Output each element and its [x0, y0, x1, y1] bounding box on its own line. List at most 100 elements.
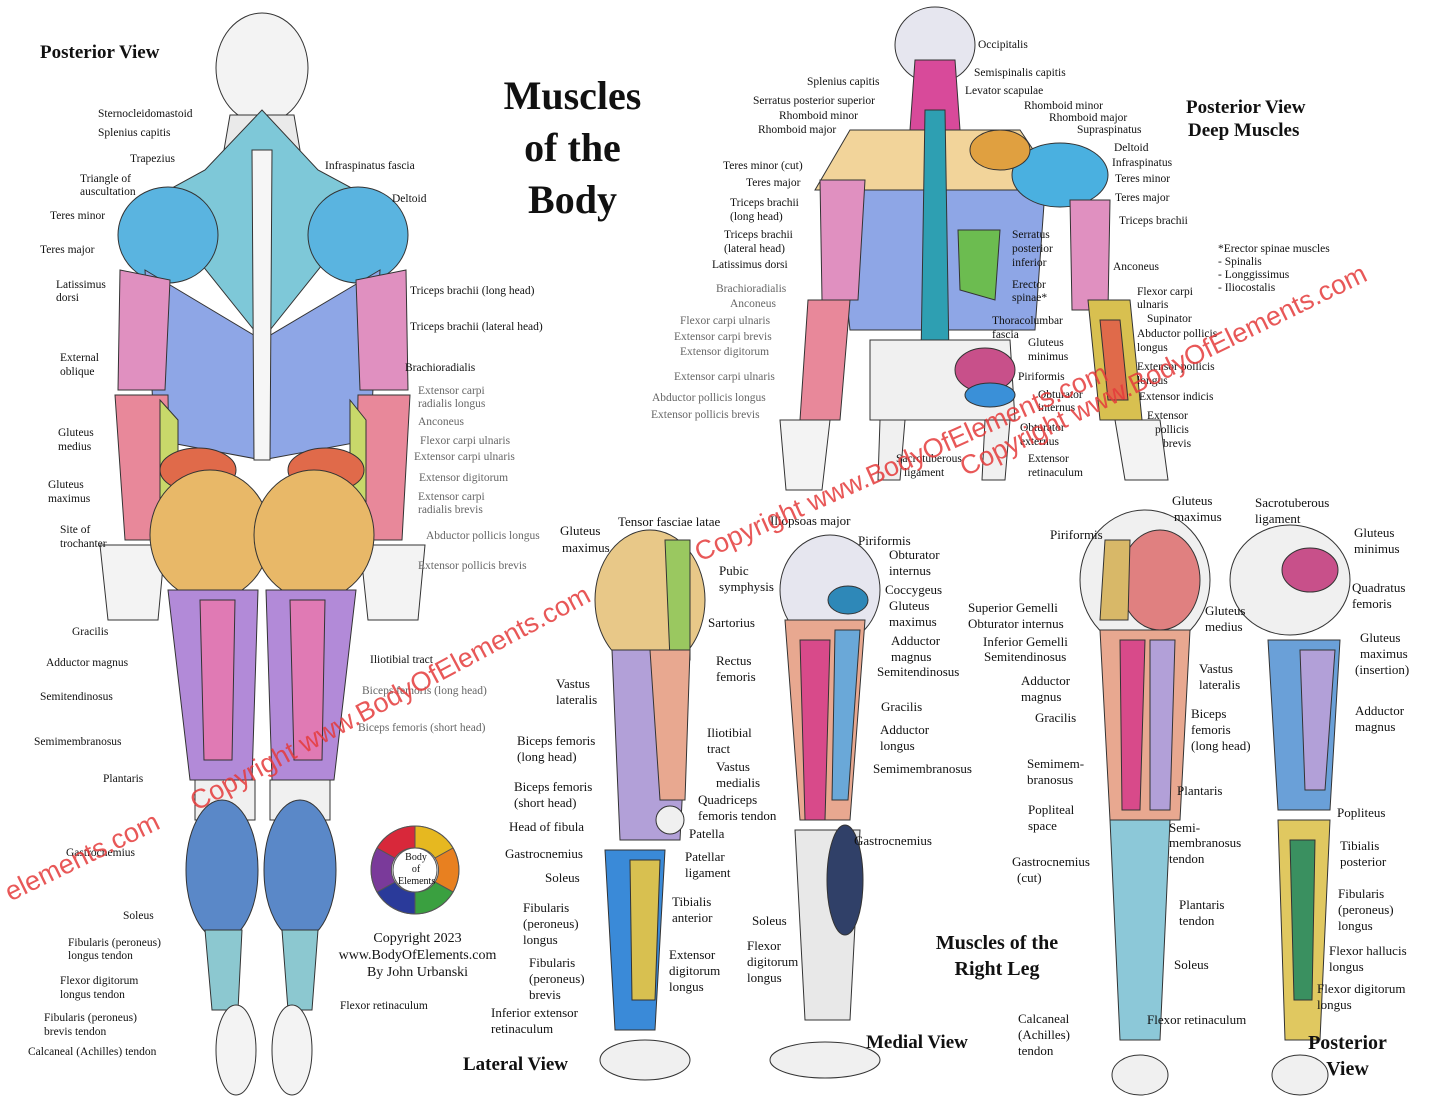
- label-rightleg: Semi-: [1169, 820, 1201, 835]
- label-left: dorsi: [56, 292, 79, 304]
- label-rightleg: Flexor hallucis: [1329, 943, 1407, 958]
- label-left: Flexor digitorum: [60, 975, 139, 987]
- erector-note-2: - Spinalis: [1218, 256, 1262, 268]
- right-leg-superficial-figure: [1079, 509, 1211, 1096]
- label-lateral: Extensor: [669, 947, 716, 962]
- label-deep-right: Obturator: [1020, 422, 1065, 434]
- label-deep-right: Sacrotuberous: [896, 453, 962, 465]
- heading-posterior-deep-1: Posterior View: [1186, 97, 1306, 118]
- label-rightleg: Gracilis: [1035, 710, 1077, 725]
- heading-posterior-deep-2: Deep Muscles: [1188, 120, 1300, 141]
- label-medial: Semitendinosus: [877, 664, 960, 679]
- label-deep-right: Rhomboid major: [1049, 112, 1128, 124]
- label-rightleg: ligament: [1255, 511, 1301, 526]
- label-deep-left: Flexor carpi ulnaris: [680, 315, 771, 327]
- label-lateral: Vastus: [716, 759, 750, 774]
- label-rightleg: Quadratus: [1352, 580, 1406, 595]
- label-deep-right: Semispinalis capitis: [974, 67, 1066, 79]
- label-lateral: ligament: [685, 865, 731, 880]
- label-arm: Extensor pollicis brevis: [418, 560, 527, 572]
- credit-url[interactable]: www.BodyOfElements.com: [338, 948, 497, 963]
- label-deep-right: Extensor: [1028, 453, 1069, 465]
- label-arm: Deltoid: [392, 193, 427, 205]
- medial-leg-figure: [769, 534, 881, 1079]
- label-deep-left: Triceps brachii: [724, 229, 793, 241]
- label-left: Calcaneal (Achilles) tendon: [28, 1046, 157, 1058]
- label-deep-right: Triceps brachii: [1119, 215, 1188, 227]
- label-left: Site of: [60, 524, 91, 536]
- label-lateral: Fibularis: [523, 900, 570, 915]
- label-rightleg: Sacrotuberous: [1255, 495, 1330, 510]
- label-medial: Adductor: [891, 633, 941, 648]
- label-arm: radialis brevis: [418, 504, 483, 516]
- label-deep-left: Latissimus dorsi: [712, 259, 788, 271]
- label-arm: Extensor digitorum: [419, 472, 509, 484]
- label-deep-right: Thoracolumbar: [992, 315, 1063, 327]
- label-lateral: (long head): [517, 749, 577, 764]
- label-lateral: longus: [523, 932, 558, 947]
- label-lateral: Head of fibula: [509, 819, 585, 834]
- label-deep-left: Rhomboid minor: [779, 110, 858, 122]
- label-deep-right: Levator scapulae: [965, 85, 1044, 97]
- label-lateral: Inferior extensor: [491, 1005, 578, 1020]
- label-deep-right: fascia: [992, 329, 1019, 341]
- label-deep-right: Obturator: [1038, 389, 1083, 401]
- label-medial: Gastrocnemius: [854, 833, 932, 848]
- label-medial: internus: [889, 563, 931, 578]
- label-deep-right: Gluteus: [1028, 337, 1064, 349]
- label-medial: maximus: [889, 614, 937, 629]
- label-rightleg: Semitendinosus: [984, 649, 1067, 664]
- label-deep-right: Erector: [1012, 279, 1046, 291]
- heading-posterior-leg-1: Posterior: [1308, 1032, 1387, 1054]
- label-deep-left: Anconeus: [730, 298, 776, 310]
- label-left: Triangle of: [80, 173, 132, 185]
- label-medial: Adductor: [880, 722, 930, 737]
- erector-note-3: - Longgissimus: [1218, 269, 1290, 281]
- label-left: External: [60, 352, 99, 364]
- label-rightleg: Popliteus: [1337, 805, 1386, 820]
- heading-posterior-view: Posterior View: [40, 42, 160, 63]
- label-deep-left: Extensor carpi ulnaris: [674, 371, 775, 383]
- credit-block: Copyright 2023 www.BodyOfElements.com By…: [325, 930, 510, 981]
- label-rightleg: magnus: [1355, 719, 1396, 734]
- label-deep-right: internus: [1038, 402, 1076, 414]
- label-rightleg: Gluteus: [1360, 630, 1401, 645]
- label-deep-left: Rhomboid major: [758, 124, 837, 136]
- label-deep-left: Splenius capitis: [807, 76, 880, 88]
- label-rightleg: Popliteal: [1028, 802, 1075, 817]
- label-left: Trapezius: [130, 153, 175, 165]
- label-medial: Coccygeus: [885, 582, 943, 597]
- label-deep-right: Deltoid: [1114, 142, 1149, 154]
- label-deep-right: ligament: [904, 467, 945, 479]
- label-lateral: tract: [707, 741, 731, 756]
- label-medial: magnus: [891, 649, 932, 664]
- label-medial: longus: [747, 970, 782, 985]
- heading-posterior-leg: Posterior View: [1300, 1030, 1395, 1082]
- label-left: Plantaris: [103, 773, 144, 785]
- label-lateral: medialis: [716, 775, 761, 790]
- label-lateral: Gastrocnemius: [505, 846, 583, 861]
- label-deep-right: minimus: [1028, 351, 1069, 363]
- label-deep-right: Supinator: [1147, 313, 1192, 325]
- label-arm: Iliotibial tract: [370, 654, 433, 666]
- label-rightleg: space: [1028, 818, 1057, 833]
- label-arm: Extensor carpi: [418, 491, 485, 503]
- label-deep-right: longus: [1137, 375, 1168, 387]
- heading-right-leg-2: Right Leg: [954, 958, 1040, 980]
- label-rightleg: Soleus: [1174, 957, 1209, 972]
- label-left: Gluteus: [58, 427, 94, 439]
- label-rightleg: Inferior Gemelli: [983, 634, 1068, 649]
- label-left: brevis tendon: [44, 1026, 107, 1038]
- label-deep-right: Abductor pollicis: [1137, 328, 1218, 340]
- label-left: auscultation: [80, 186, 136, 198]
- label-lateral: Tensor fasciae latae: [618, 514, 721, 529]
- label-rightleg: Fibularis: [1338, 886, 1385, 901]
- label-deep-left: Extensor pollicis brevis: [651, 409, 760, 421]
- label-lateral: longus: [669, 979, 704, 994]
- label-medial: Iliopsoas major: [770, 513, 851, 528]
- label-arm: Abductor pollicis longus: [426, 530, 540, 542]
- label-deep-right: Piriformis: [1018, 371, 1065, 383]
- label-left: Latissimus: [56, 279, 106, 291]
